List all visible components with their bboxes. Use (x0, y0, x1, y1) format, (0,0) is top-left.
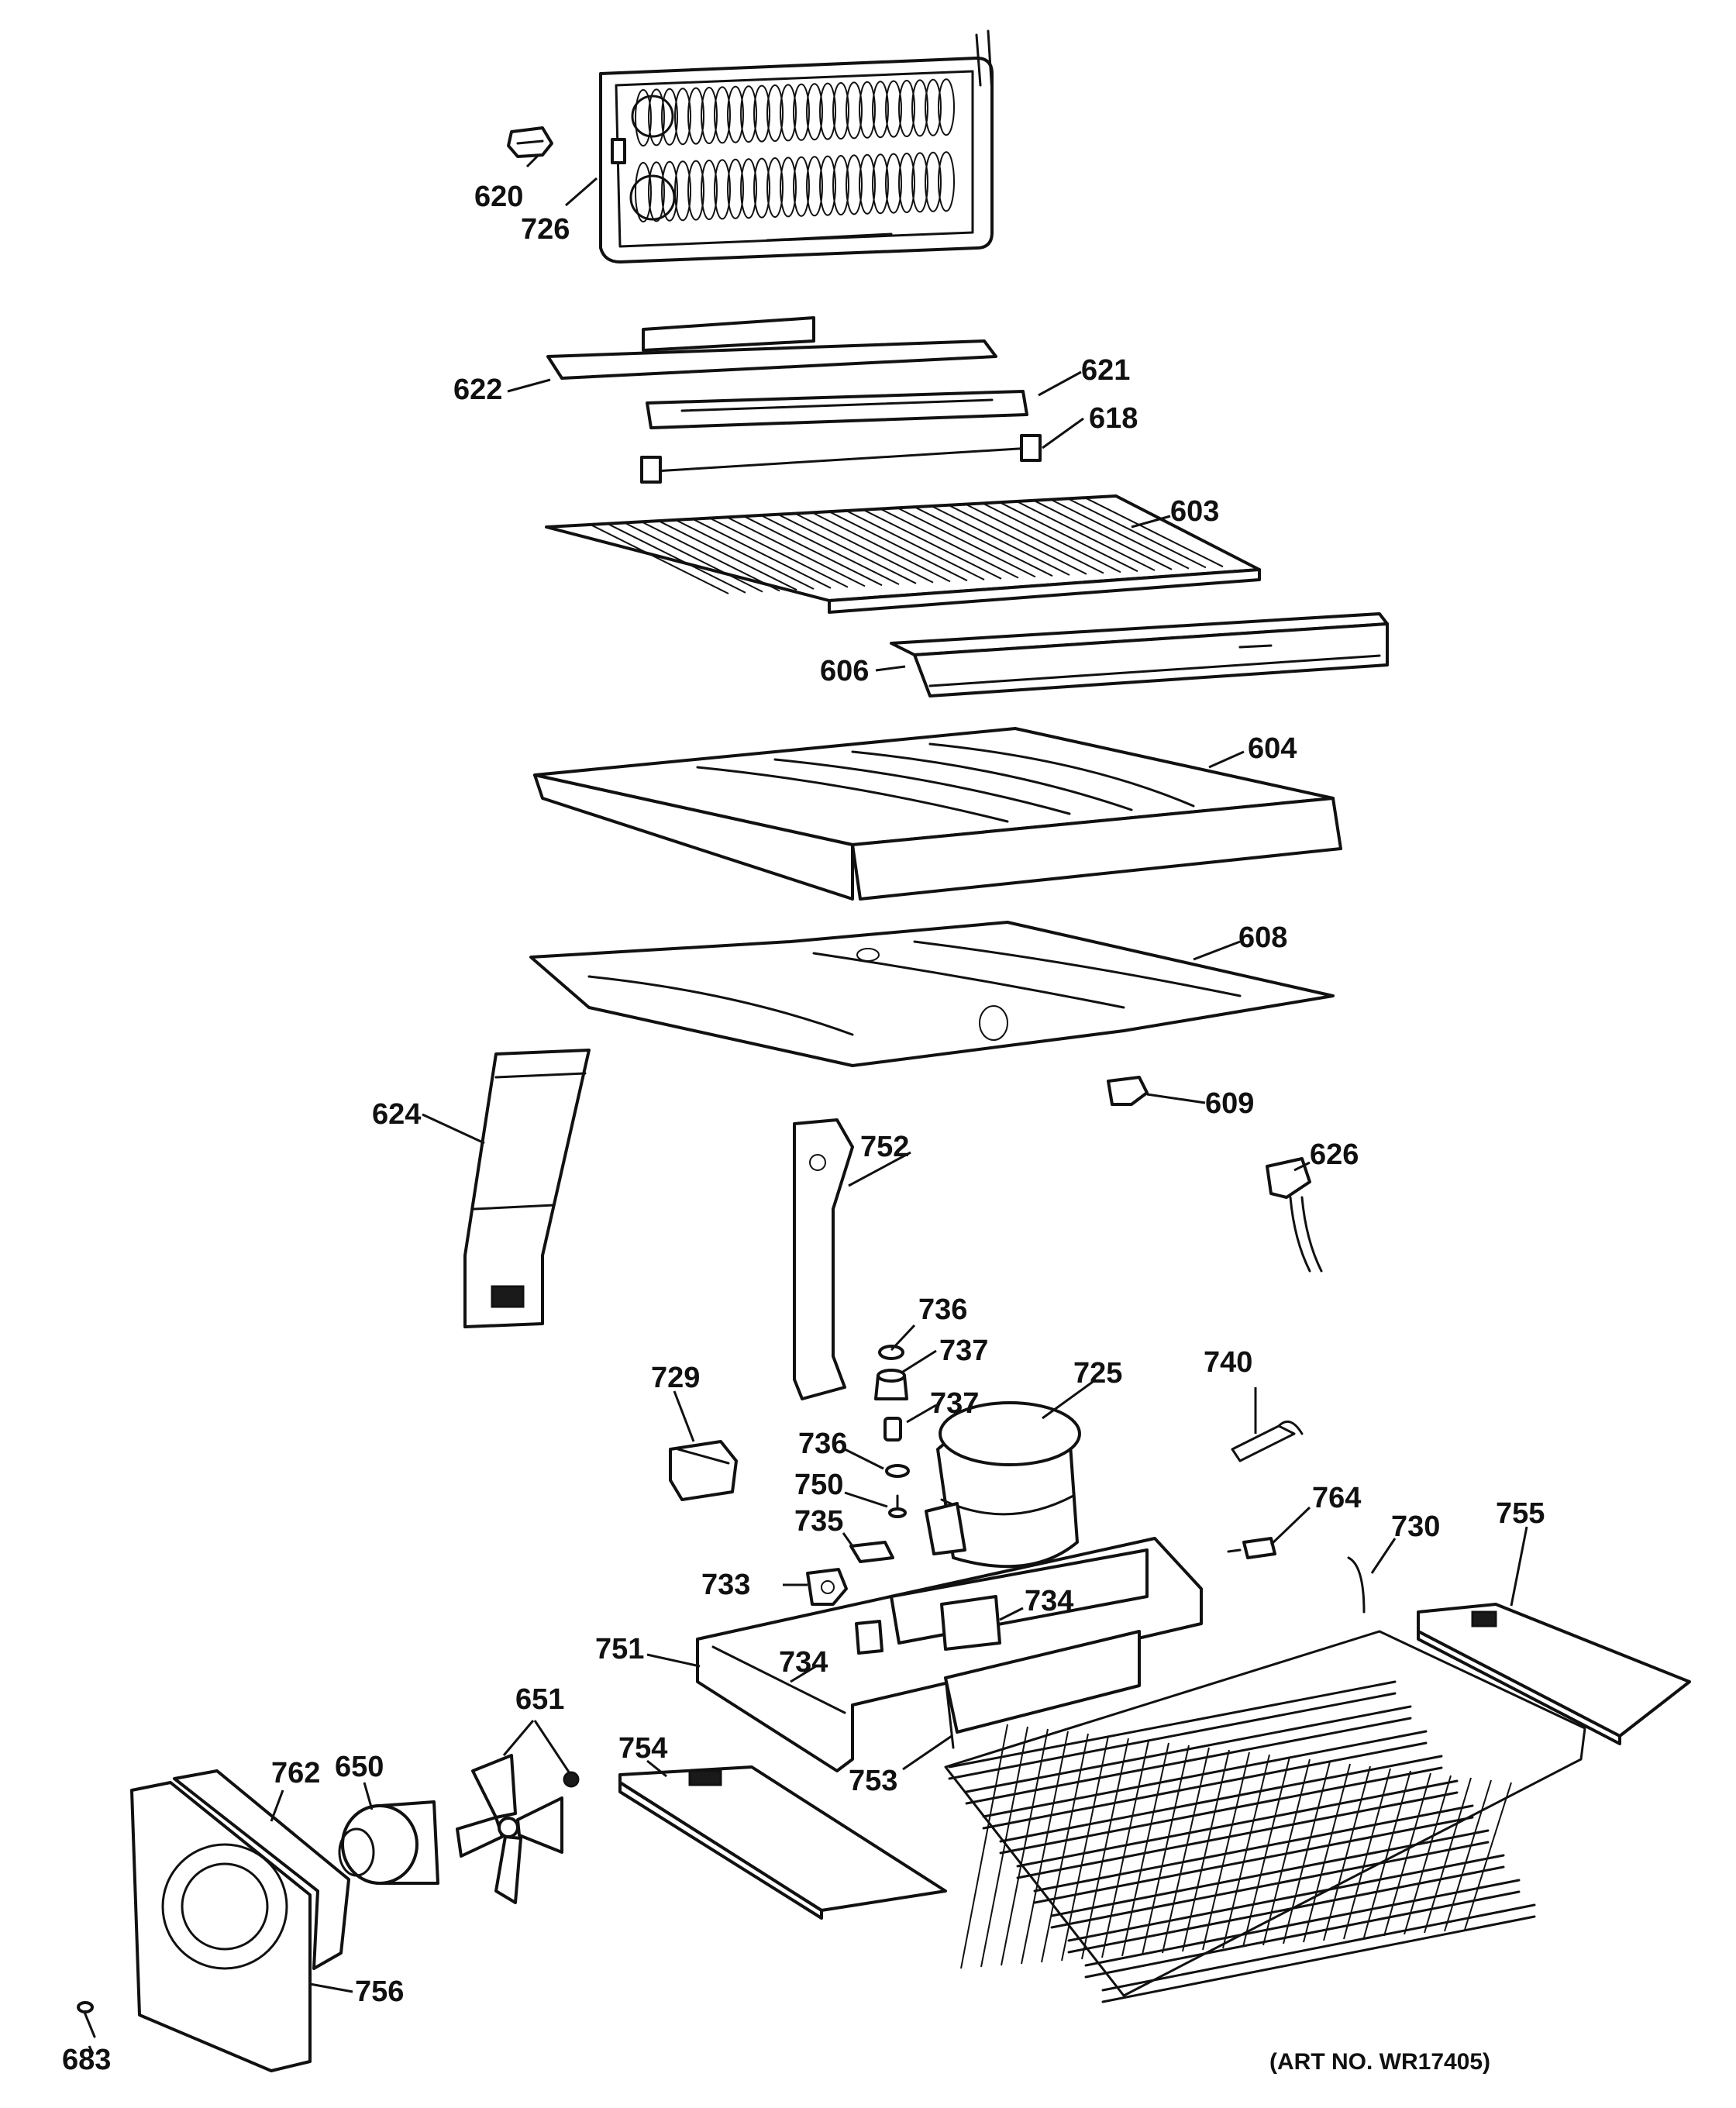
label-737b: 737 (930, 1387, 979, 1420)
label-620: 620 (474, 181, 523, 213)
label-725: 725 (1073, 1357, 1122, 1390)
label-764: 764 (1312, 1482, 1361, 1514)
label-609: 609 (1205, 1087, 1254, 1120)
label-737a: 737 (939, 1335, 988, 1367)
label-740: 740 (1204, 1346, 1252, 1379)
part-labels: 620 726 622 621 618 603 606 604 608 609 … (62, 181, 1545, 2076)
part-620 (507, 126, 553, 158)
label-762: 762 (271, 1757, 320, 1789)
leader-lines (88, 153, 1528, 2055)
label-683: 683 (62, 2044, 111, 2076)
screw-683 (77, 2001, 96, 2038)
label-603: 603 (1170, 495, 1219, 528)
art-number: (ART NO. WR17405) (1269, 2049, 1490, 2075)
duct-624 (463, 1049, 591, 1328)
label-621: 621 (1081, 354, 1130, 387)
label-626: 626 (1310, 1138, 1359, 1171)
label-608: 608 (1238, 921, 1287, 954)
grommet-737-top (874, 1369, 908, 1400)
fan-blade-651 (456, 1754, 580, 1904)
compressor-725 (925, 1401, 1081, 1569)
part-764 (1227, 1537, 1276, 1559)
shelf-603 (545, 494, 1261, 614)
cover-604 (533, 727, 1342, 901)
shroud-756 (130, 1781, 312, 2072)
pan-608 (529, 921, 1335, 1067)
label-752: 752 (860, 1131, 909, 1163)
label-622: 622 (453, 374, 502, 406)
part-735 (849, 1541, 894, 1563)
label-750: 750 (794, 1469, 843, 1501)
pad-754 (618, 1765, 947, 1920)
label-729: 729 (651, 1362, 700, 1394)
label-730: 730 (1391, 1510, 1440, 1543)
label-734a: 734 (1025, 1585, 1073, 1617)
label-606: 606 (820, 655, 869, 687)
condenser-730 (944, 1556, 1586, 2003)
sleeve-737-bottom (884, 1417, 902, 1442)
label-755: 755 (1496, 1497, 1545, 1530)
label-754: 754 (618, 1732, 667, 1765)
part-618 (640, 434, 1042, 484)
label-726: 726 (521, 213, 570, 246)
label-736a: 736 (918, 1293, 967, 1326)
evaporator-726 (599, 29, 994, 264)
bolt-750 (888, 1494, 907, 1518)
part-609 (1107, 1076, 1149, 1106)
label-651: 651 (515, 1683, 564, 1716)
capacitor-729 (669, 1440, 738, 1501)
gasket-762 (173, 1769, 350, 1970)
label-753: 753 (849, 1765, 897, 1797)
part-622 (546, 316, 997, 380)
label-604: 604 (1248, 732, 1297, 765)
label-733: 733 (701, 1569, 750, 1601)
clip-734-right (940, 1595, 1001, 1651)
label-734b: 734 (779, 1646, 828, 1679)
bracket-752 (793, 1118, 854, 1400)
part-606 (890, 612, 1389, 698)
label-756: 756 (355, 1975, 404, 2008)
label-751: 751 (595, 1633, 644, 1665)
label-624: 624 (372, 1098, 421, 1131)
part-740 (1231, 1420, 1304, 1462)
pad-755 (1417, 1603, 1691, 1745)
label-735: 735 (794, 1505, 843, 1538)
relay-733 (806, 1568, 848, 1606)
label-736b: 736 (798, 1428, 847, 1460)
washer-736-bottom (885, 1464, 910, 1478)
part-621 (646, 390, 1028, 429)
grommet-736-top (878, 1345, 904, 1360)
bracket-753 (944, 1630, 1141, 1749)
label-618: 618 (1089, 402, 1138, 435)
part-626 (1266, 1157, 1323, 1273)
label-650: 650 (335, 1751, 384, 1783)
clip-734-left (855, 1620, 884, 1655)
motor-650 (338, 1800, 439, 1885)
